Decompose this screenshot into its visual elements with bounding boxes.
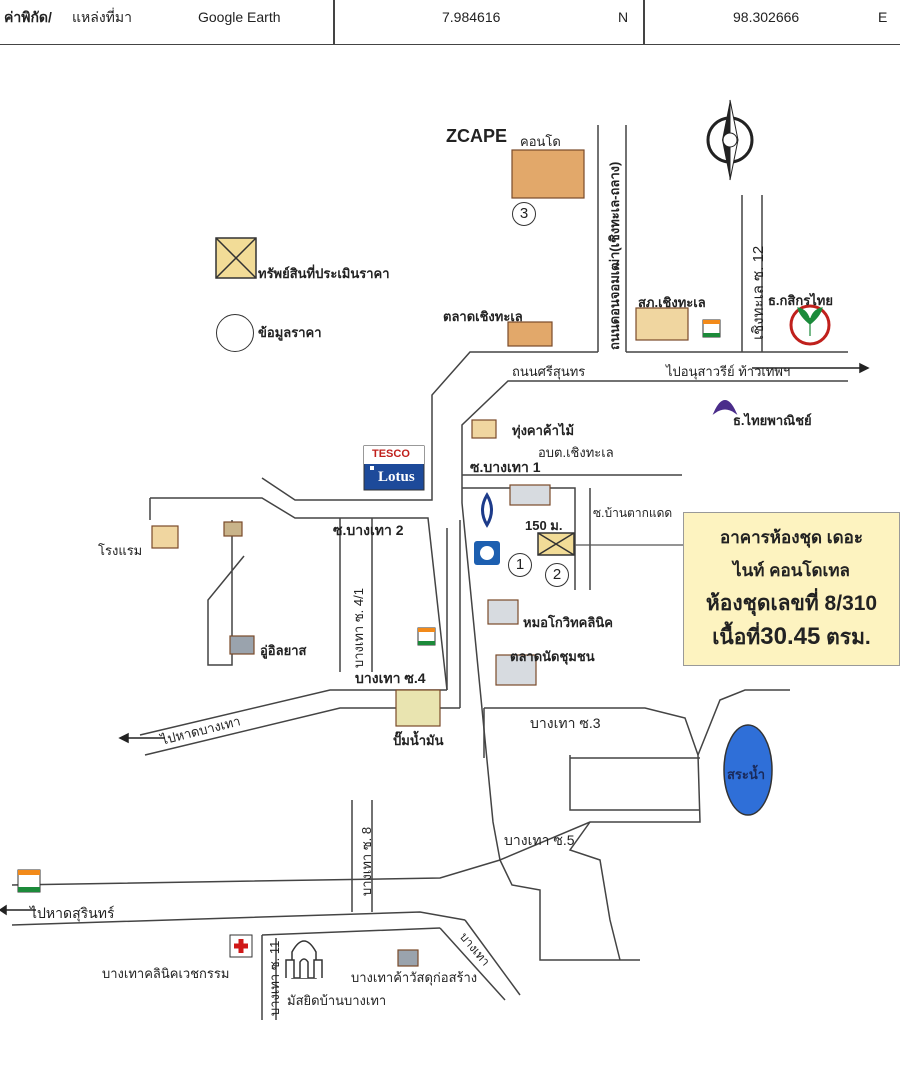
market-building-icon [507,321,553,347]
clinic-building-icon [487,599,519,625]
callout-line-1: อาคารห้องชุด เดอะ [719,528,863,547]
road-bangtao-2 [149,497,448,691]
timber-label: ทุ่งคาค้าไม้ [512,423,575,438]
police-label: สภ.เชิงทะเล [638,295,706,310]
timber-building-icon [471,419,497,439]
small-house-icon [223,521,243,537]
road-don-chom-thao [597,125,627,352]
coord-label: ค่าพิกัด/ [4,9,52,25]
pond-shape [723,724,773,816]
legend-price-label: ข้อมูลราคา [258,325,322,340]
lon-direction: E [878,9,888,25]
red-cross-icon [229,934,253,958]
vet-clinic-label: บางเทาคลินิคเวชกรรม [102,966,230,981]
road-vertical-label: ถนนดอนจอมเฒ่า(เชิงทะเล-ถลาง) [607,161,622,350]
gas-station-icon [395,689,441,727]
soi-8-label: บางเทา ซ. 8 [359,826,374,896]
srisoonthorn-label: ถนนศรีสุนทร [512,364,586,379]
area-prefix: เนื้อที่ [712,626,761,649]
market-label: ตลาดเชิงทะเล [443,309,523,324]
property-callout: อาคารห้องชุด เดอะ ไนท์ คอนโดเทล ห้องชุดเ… [683,512,900,666]
property-marker [537,532,575,556]
bangtao-3-label: บางเทา ซ.3 [530,715,601,731]
marker-2: 2 [545,563,569,587]
legend-property-icon [215,237,257,279]
road-bangtao-3 [483,707,700,811]
community-market-label: ตลาดนัดชุมชน [510,649,595,664]
callout-line-2: ไนท์ คอนโดเทล [733,561,850,580]
marker-3: 3 [512,202,536,226]
to-surin-beach-label: ไปหาดสุรินทร์ [30,905,115,921]
header-bar: ค่าพิกัด/ แหล่งที่มา Google Earth 7.9846… [0,0,900,45]
legend-price-icon [216,314,254,352]
doctor-clinic-label: หมอโกวิทคลินิค [523,615,613,630]
mosque-icon [285,940,323,979]
kasikorn-logo-icon [789,304,831,346]
materials-label: บางเทาค้าวัสดุก่อสร้าง [351,970,478,985]
mosque-label: มัสยิดบ้านบางเทา [287,993,387,1008]
marker-1: 1 [508,553,532,577]
callout-line-4: เนื้อที่30.45 ตรม. [684,620,899,653]
road-soi-12 [741,195,763,352]
road-srisoonthorn [261,351,848,862]
lat-direction: N [618,9,629,25]
bangtao-1-label: ซ.บางเทา 1 [470,459,541,475]
bangtao-2-label: ซ.บางเทา 2 [333,522,404,538]
callout-line-3: ห้องชุดเลขที่ 8/310 [705,592,878,615]
road-soi-4-1 [339,518,461,708]
road-to-surin [11,859,501,1020]
soi-11-label: บางเทา ซ. 11 [267,940,282,1016]
road-diagonal-lower [439,919,521,1001]
seven-eleven-icon-2 [417,627,436,646]
zcape-building-icon [511,149,585,199]
seven-eleven-icon-3 [17,869,41,893]
seven-eleven-icon-1 [702,319,721,338]
bangtao-4-label: บางเทา ซ.4 [355,670,426,686]
pond-label: สระน้ำ [727,767,766,782]
area-value: 30.45 [760,623,821,650]
road-left-loop [207,520,245,666]
longitude-value: 98.302666 [733,9,800,25]
area-unit: ตรม. [820,626,871,649]
krungthai-logo-icon [474,541,500,565]
header-divider-2 [643,0,645,44]
kasikorn-label: ธ.กสิกรไทย [768,293,833,308]
tesco-lotus-logo [363,445,425,491]
zcape-label: ZCAPE [446,126,508,146]
obt-building-icon [509,484,551,506]
distance-label: 150 ม. [525,518,563,533]
gas-station-label: ปั๊มน้ำมัน [393,733,444,748]
ban-tak-daet-label: ซ.บ้านตากแดด [593,506,673,520]
obt-label: อบต.เชิงทะเล [538,445,614,460]
tesco-bottom-label: Lotus [378,469,415,485]
scb-logo-icon [712,400,738,415]
latitude-value: 7.984616 [442,9,501,25]
soi-12-label: เชิงทะเล ซ. 12 [750,245,767,340]
community-market-icon [495,654,537,686]
source-label: แหล่งที่มา [72,9,132,25]
tesco-top-label: TESCO [372,448,410,460]
legend-property-label: ทรัพย์สินที่ประเมินราคา [258,266,390,281]
road-bangtao-1 [462,474,682,590]
soi-4-1-label: บางเทา ซ. 4/1 [351,588,366,668]
condo-label: คอนโด [520,134,561,149]
road-soi-8 [351,800,373,912]
bangtao-5-label: บางเทา ซ.5 [504,832,575,848]
scb-label: ธ.ไทยพาณิชย์ [733,413,812,428]
auto-repair-icon [229,635,255,655]
north-arrow-icon [706,99,754,181]
auto-repair-label: อู่อิลยาส [260,643,307,658]
materials-shop-icon [397,949,419,967]
police-building-icon [635,307,689,341]
road-bangtao-5 [499,821,640,961]
bangkok-bank-logo-icon [481,492,493,528]
hotel-building-icon [151,525,179,549]
header-divider-1 [333,0,335,44]
source-value: Google Earth [198,9,281,25]
to-monument-label: ไปอนุสาวรีย์ ท้าวเทพฯ [666,364,791,379]
hotel-label: โรงแรม [98,543,143,558]
